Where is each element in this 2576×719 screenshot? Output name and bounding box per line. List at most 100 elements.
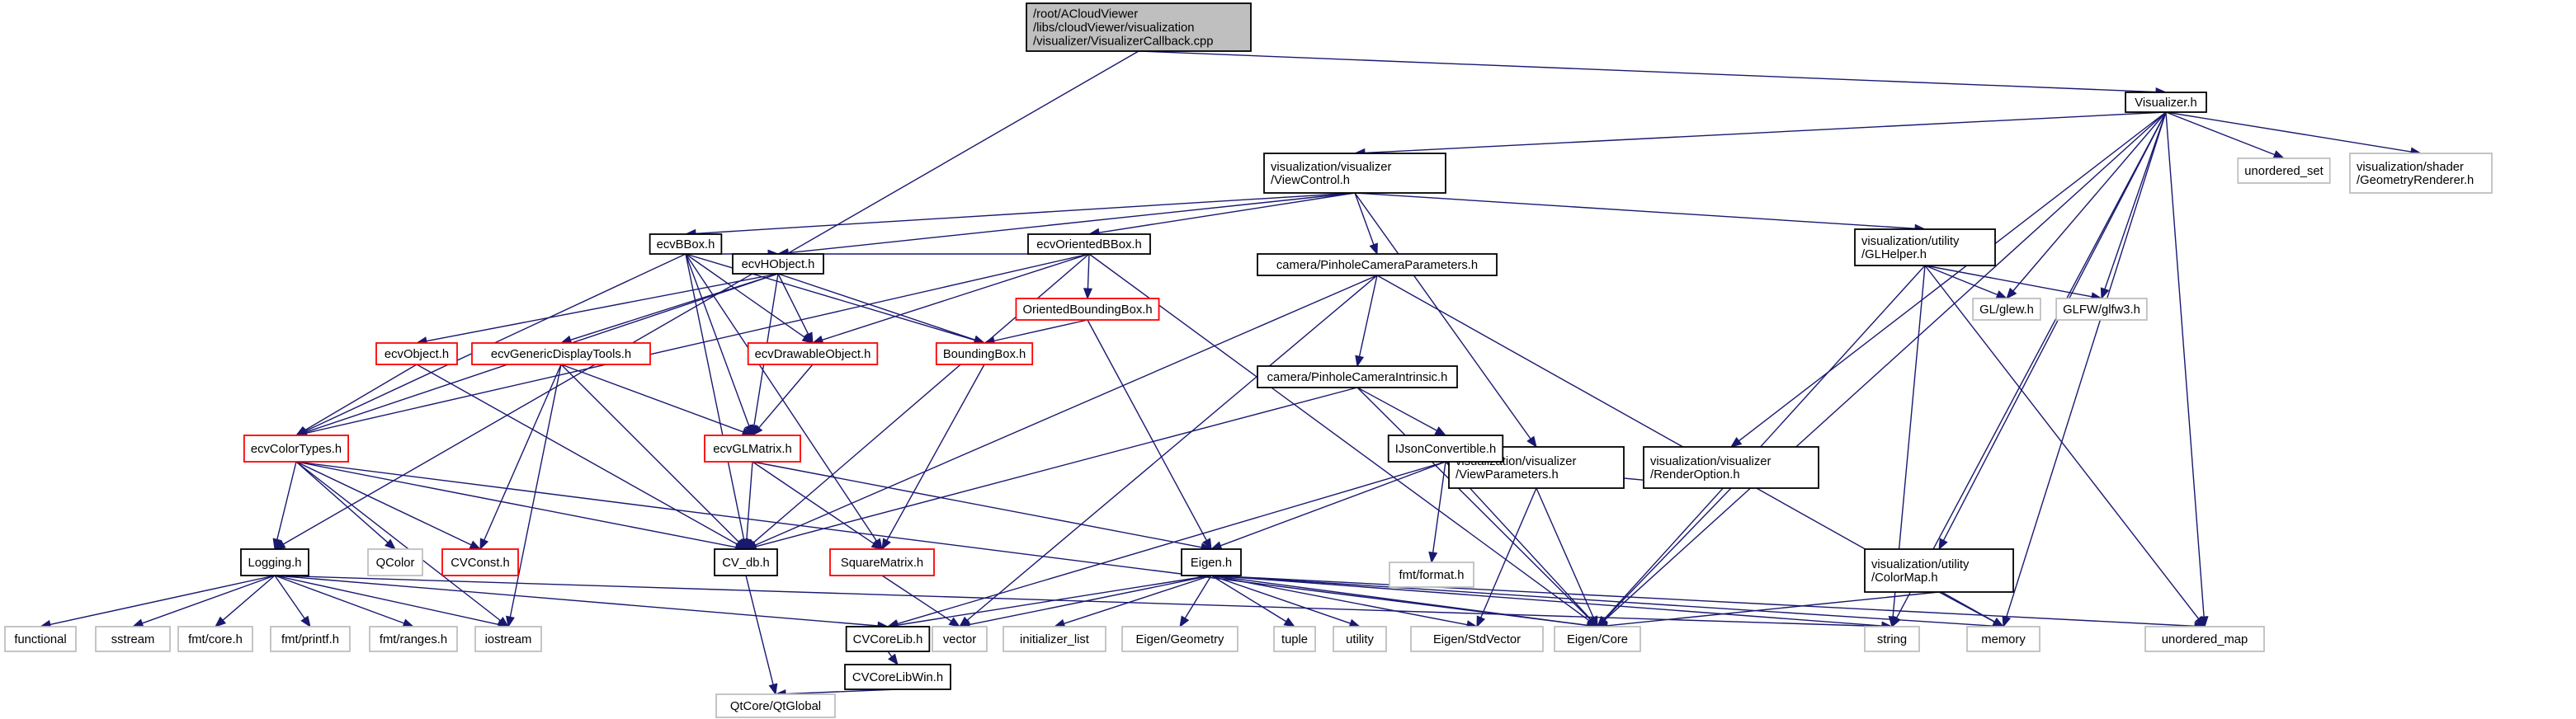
- node-camera-pinholecameraparameters-h[interactable]: camera/PinholeCameraParameters.h: [1257, 253, 1498, 276]
- node-box: [1121, 626, 1238, 652]
- node-visualization-utility-glhelper-h[interactable]: visualization/utility/GLHelper.h: [1854, 228, 1996, 266]
- node-visualizer-h[interactable]: Visualizer.h: [2125, 92, 2207, 113]
- node-ecvobject-h[interactable]: ecvObject.h: [375, 342, 458, 365]
- node-box: [845, 626, 931, 652]
- arrowhead-icon: [804, 331, 814, 345]
- arrowhead-icon: [214, 616, 227, 627]
- node-memory: memory: [1966, 626, 2041, 652]
- arrowhead-icon: [2272, 150, 2286, 159]
- node-box: [243, 435, 350, 463]
- node-cvconst-h[interactable]: CVConst.h: [441, 548, 519, 576]
- edge-line: [50, 575, 276, 626]
- edge-line: [685, 253, 975, 341]
- node-box: [1410, 626, 1544, 652]
- node-fmt-ranges-h: fmt/ranges.h: [369, 626, 458, 652]
- node-squarematrix-h[interactable]: SquareMatrix.h: [829, 548, 935, 576]
- node-cvcorelib-h[interactable]: CVCoreLib.h: [845, 626, 931, 652]
- node-ecvhobject-h[interactable]: ecvHObject.h: [732, 253, 824, 275]
- edge-line: [295, 461, 472, 546]
- edge-line: [222, 575, 276, 621]
- node-cv-db-h[interactable]: CV_db.h: [714, 548, 778, 576]
- edge-line: [1210, 575, 1588, 627]
- edge-line: [897, 575, 1212, 626]
- node-ecvorientedbbox-h[interactable]: ecvOrientedBBox.h: [1027, 233, 1151, 255]
- edge-visualizer-h-to-visualization-utility-colormap-h: [1938, 111, 2167, 551]
- node-fmt-format-h: fmt/format.h: [1389, 562, 1474, 588]
- arrowhead-icon: [1995, 290, 2008, 299]
- node-label: ecvGLMatrix.h: [713, 443, 791, 456]
- edge-eigen-h-to-string: [1210, 575, 1894, 631]
- node-label: functional: [14, 633, 66, 646]
- node-gl-glew-h: GL/glew.h: [1972, 298, 2041, 321]
- node-vector: vector: [932, 626, 988, 652]
- node-ecvbbox-h[interactable]: ecvBBox.h: [649, 233, 723, 255]
- edge-visualizer-h-to-visualization-visualizer-viewcontrol-h: [1353, 111, 2167, 157]
- arrowhead-icon: [1434, 426, 1447, 436]
- node-boundingbox-h[interactable]: BoundingBox.h: [935, 342, 1034, 365]
- edge-visualizer-h-to-visualization-visualizer-renderoption-h: [1729, 111, 2167, 448]
- edge-logging-h-to-fmt-core-h: [214, 575, 276, 627]
- edge-line: [274, 575, 305, 619]
- node-visualization-visualizer-renderoption-h[interactable]: visualization/visualizer/RenderOption.h: [1643, 446, 1819, 489]
- node-box: [4, 626, 77, 652]
- arrowhead-icon: [1355, 355, 1365, 368]
- edge-line: [1358, 275, 1378, 357]
- node-label: camera/PinholeCameraIntrinsic.h: [1267, 371, 1448, 384]
- node-visualization-utility-colormap-h[interactable]: visualization/utility/ColorMap.h: [1864, 548, 2014, 593]
- node-logging-h[interactable]: Logging.h: [240, 548, 309, 576]
- node-label: tuple: [1281, 633, 1308, 646]
- edge-line: [2005, 111, 2167, 618]
- node-box: [474, 626, 542, 652]
- edge-logging-h-to-iostream: [274, 575, 510, 629]
- node-camera-pinholecameraintrinsic-h[interactable]: camera/PinholeCameraIntrinsic.h: [1257, 365, 1458, 388]
- node-label: fmt/format.h: [1399, 569, 1465, 582]
- node-label: memory: [1981, 633, 2026, 646]
- node-box: [715, 693, 836, 718]
- node-eigen-h[interactable]: Eigen.h: [1181, 548, 1242, 576]
- arrowhead-icon: [1992, 618, 2005, 627]
- node-ecvglmatrix-h[interactable]: ecvGLMatrix.h: [704, 435, 801, 463]
- arrowhead-icon: [768, 683, 778, 696]
- node-ecvcolortypes-h[interactable]: ecvColorTypes.h: [243, 435, 350, 463]
- node-ecvdrawableobject-h[interactable]: ecvDrawableObject.h: [747, 342, 879, 365]
- node-ecvgenericdisplaytools-h[interactable]: ecvGenericDisplayTools.h: [471, 342, 651, 365]
- edge-squarematrix-h-to-vector: [881, 575, 961, 627]
- node-ijsonconvertible-h[interactable]: IJsonConvertible.h: [1387, 435, 1504, 463]
- node-box: [1972, 298, 2041, 321]
- edges-layer: [39, 50, 2423, 699]
- edge-ecvcolortypes-h-to-eigen-core: [295, 461, 1599, 630]
- edge-visualization-utility-glhelper-h-to-unordered-map: [1924, 265, 2206, 628]
- node-label: visualization/visualizer: [1271, 161, 1391, 174]
- node-box: [471, 342, 651, 365]
- node-label: ecvColorTypes.h: [251, 443, 342, 456]
- edge-ecvcolortypes-h-to-cv-db-h: [295, 461, 748, 552]
- node-root-acloudviewer-libs-cloudviewer-visualization-visualizer-visualizercallback-cpp[interactable]: /root/ACloudViewer/libs/cloudViewer/visu…: [1026, 2, 1252, 52]
- edge-line: [745, 575, 774, 685]
- edge-camera-pinholecameraintrinsic-h-to-eigen-core: [1356, 387, 1598, 627]
- node-label: ecvBBox.h: [657, 238, 715, 251]
- edge-line: [276, 461, 297, 540]
- edge-orientedboundingbox-h-to-eigen-h: [1087, 319, 1212, 551]
- node-box: [2349, 153, 2493, 194]
- arrowhead-icon: [506, 615, 515, 628]
- node-label: /visualizer/VisualizerCallback.cpp: [1033, 35, 1214, 48]
- node-label: visualization/utility: [1871, 558, 1970, 571]
- node-label: fmt/printf.h: [281, 633, 339, 646]
- edge-line: [787, 192, 1356, 254]
- node-string: string: [1864, 626, 1920, 652]
- edge-line: [1087, 319, 1207, 541]
- node-label: unordered_map: [2162, 633, 2248, 646]
- node-cvcorelibwin-h[interactable]: CVCoreLibWin.h: [844, 664, 951, 690]
- node-box: [747, 342, 879, 365]
- edge-ecvorientedbbox-h-to-eigen-core: [1088, 253, 1599, 627]
- edge-line: [1210, 575, 1994, 627]
- edge-line: [758, 364, 814, 429]
- edge-line: [1354, 192, 1916, 229]
- node-orientedboundingbox-h[interactable]: OrientedBoundingBox.h: [1015, 298, 1160, 321]
- node-label: utility: [1346, 633, 1374, 646]
- node-utility: utility: [1333, 626, 1387, 652]
- node-visualization-visualizer-viewcontrol-h[interactable]: visualization/visualizer/ViewControl.h: [1263, 153, 1446, 194]
- node-box: [375, 342, 458, 365]
- node-label: Eigen/StdVector: [1433, 633, 1521, 646]
- node-label: /RenderOption.h: [1650, 468, 1740, 482]
